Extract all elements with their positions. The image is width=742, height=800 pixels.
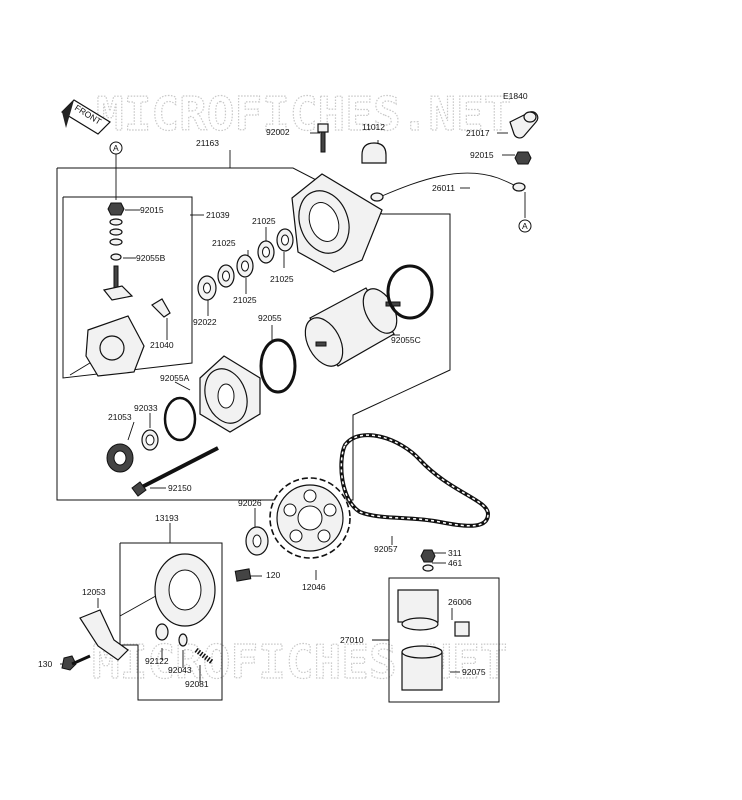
starter-motor-body	[304, 287, 401, 367]
label-92022: 92022	[193, 317, 217, 327]
label-12053: 12053	[82, 587, 106, 597]
label-21025-c: 21025	[270, 274, 294, 284]
brush-stack	[102, 202, 134, 301]
label-92057: 92057	[374, 544, 398, 554]
label-461: 461	[448, 558, 462, 568]
label-26006: 26006	[448, 597, 472, 607]
starter-housing	[291, 173, 383, 273]
label-92122: 92122	[145, 656, 169, 666]
label-21040: 21040	[150, 340, 174, 350]
label-11012: 11012	[362, 122, 385, 132]
label-120: 120	[266, 570, 280, 580]
brush-set-box	[62, 196, 193, 379]
label-21053: 21053	[108, 412, 132, 422]
label-26011: 26011	[432, 183, 455, 193]
label-311: 311	[448, 548, 462, 558]
o-ring-92055	[259, 338, 297, 394]
label-12046: 12046	[302, 582, 326, 592]
part-labels: 21163 92002 11012 21017 92015 26011 9201…	[38, 122, 494, 689]
label-92055: 92055	[258, 313, 282, 323]
cable-26011	[370, 172, 526, 202]
label-13193: 13193	[155, 513, 179, 523]
label-92015-top: 92015	[470, 150, 494, 160]
starter-clutch	[154, 553, 252, 664]
label-92043: 92043	[168, 665, 192, 675]
gear-21053	[106, 443, 134, 473]
chain-92057	[339, 433, 491, 528]
label-92081: 92081	[185, 679, 209, 689]
label-21025-a: 21025	[252, 216, 276, 226]
bolt-130	[61, 654, 91, 671]
long-bolt-92150	[131, 446, 219, 497]
label-92150: 92150	[168, 483, 192, 493]
svg-text:A: A	[113, 143, 119, 153]
label-92002: 92002	[266, 127, 290, 137]
terminal-cap-21017	[509, 111, 539, 139]
nut-92015-top	[514, 151, 532, 165]
o-ring-92055c	[386, 264, 434, 320]
label-130: 130	[38, 659, 52, 669]
label-21025-b: 21025	[212, 238, 236, 248]
sprocket-12046	[269, 477, 351, 559]
relay-assembly	[397, 549, 470, 691]
label-92026: 92026	[238, 498, 262, 508]
label-27010: 27010	[340, 635, 364, 645]
washers	[197, 228, 294, 301]
label-92015-left: 92015	[140, 205, 164, 215]
label-21025-d: 21025	[233, 295, 257, 305]
washer-92026	[245, 526, 269, 556]
label-92075: 92075	[462, 667, 486, 677]
bolt-92002	[317, 123, 329, 153]
watermark-top: MICROFICHES.NET	[96, 87, 511, 141]
label-92033: 92033	[134, 403, 158, 413]
label-21163: 21163	[196, 138, 219, 148]
label-92055a: 92055A	[160, 373, 190, 383]
svg-text:A: A	[522, 221, 528, 231]
end-cover	[199, 355, 261, 433]
label-92055c: 92055C	[391, 335, 421, 345]
brush-plate	[85, 315, 145, 377]
diagram-code: E1840	[503, 91, 528, 101]
label-92055b: 92055B	[136, 253, 166, 263]
ref-a-marker-left: A	[109, 141, 123, 200]
ref-a-marker-right: A	[518, 219, 532, 233]
bracket-12053	[79, 609, 129, 661]
o-ring-92055a	[163, 396, 197, 442]
label-21039: 21039	[206, 210, 230, 220]
terminal-cap-11012	[361, 142, 387, 164]
brush-holder-21040	[151, 298, 171, 318]
label-21017: 21017	[466, 128, 490, 138]
oil-seal-92033	[141, 429, 159, 451]
